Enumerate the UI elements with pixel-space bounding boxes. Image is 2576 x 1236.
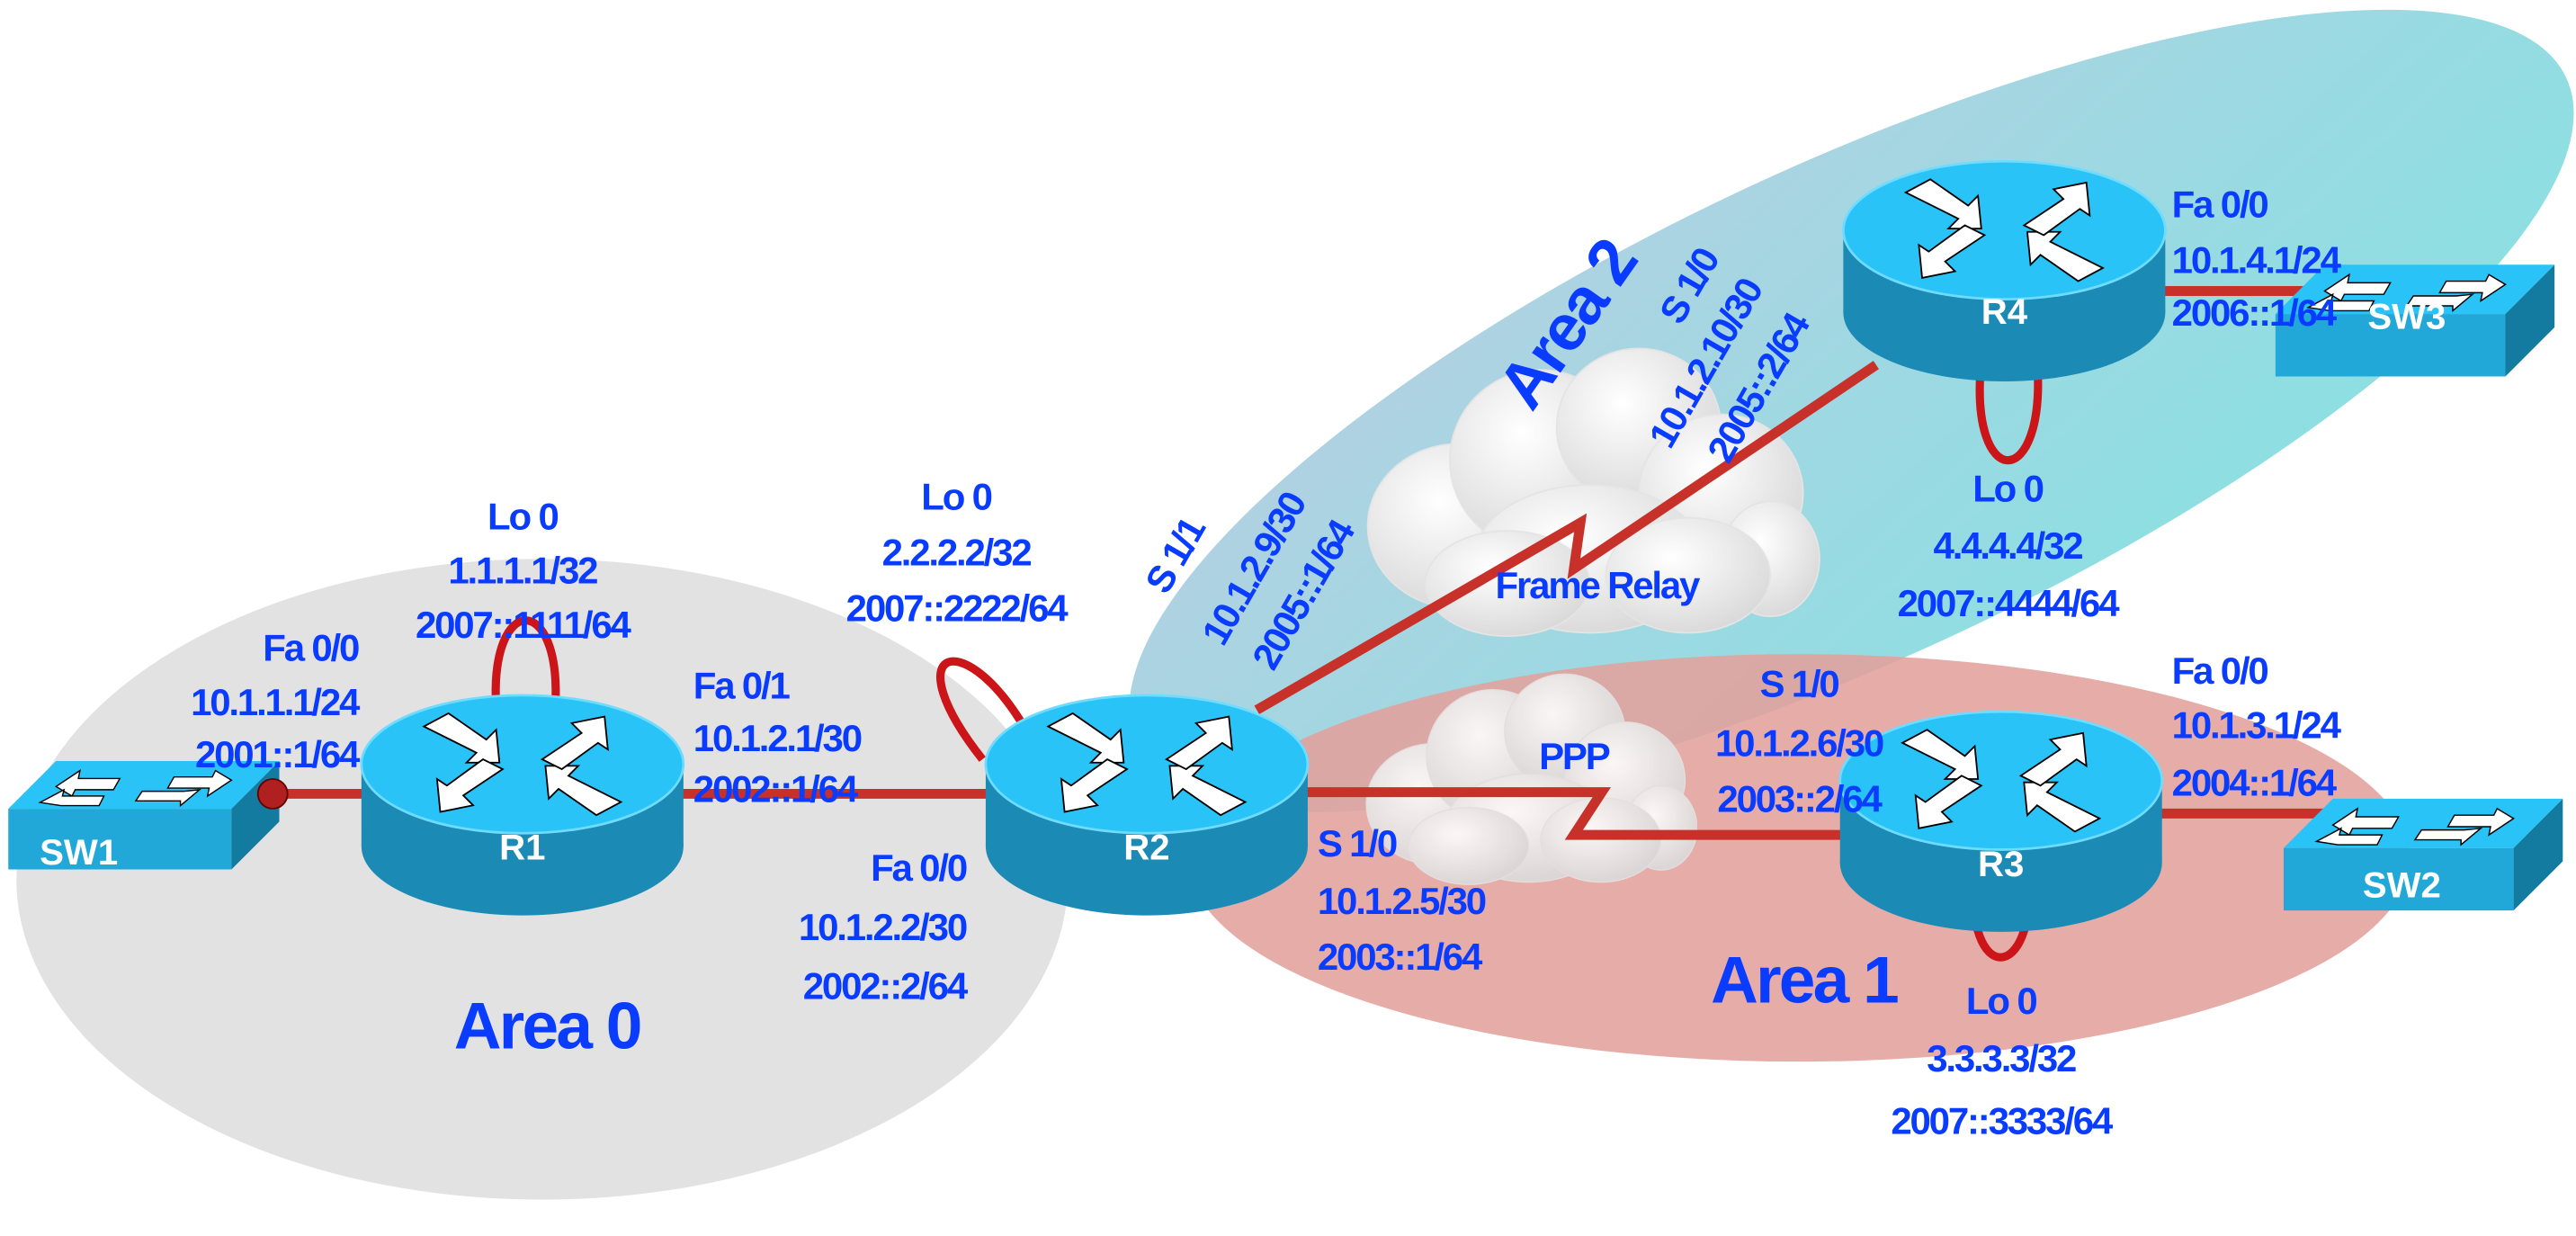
r1-fa00-ipv4: 10.1.1.1/24 bbox=[191, 681, 361, 723]
r1-fa01-ipv6: 2002::1/64 bbox=[693, 768, 859, 811]
r3-lo0-ipv4: 3.3.3.3/32 bbox=[1927, 1037, 2076, 1079]
r3-fa00-ipv4: 10.1.3.1/24 bbox=[2172, 703, 2342, 746]
r2-label: R2 bbox=[1123, 828, 1169, 868]
r2-router-icon[interactable] bbox=[984, 694, 1310, 917]
r1-loopback-icon bbox=[491, 616, 560, 707]
r4-lo0-ipv4: 4.4.4.4/32 bbox=[1934, 524, 2083, 567]
sw2-label: SW2 bbox=[2363, 865, 2441, 906]
r3-lo0-ipv6: 2007::3333/64 bbox=[1891, 1100, 2114, 1142]
r4-fa00-labels: Fa 0/0 10.1.4.1/24 2006::1/64 bbox=[2172, 183, 2344, 334]
r1-fa00-labels: Fa 0/0 10.1.1.1/24 2001::1/64 bbox=[191, 626, 362, 775]
r2-fa00-ipv4: 10.1.2.2/30 bbox=[799, 906, 967, 948]
area0-label: Area 0 bbox=[454, 990, 640, 1063]
r4-router-icon[interactable] bbox=[1841, 159, 2167, 383]
r3-router-icon[interactable] bbox=[1838, 710, 2164, 934]
r2-fa00-name: Fa 0/0 bbox=[871, 846, 967, 889]
r2-lo0-ipv4: 2.2.2.2/32 bbox=[882, 532, 1032, 574]
r3-lo0-labels: Lo 0 3.3.3.3/32 2007::3333/64 bbox=[1891, 980, 2115, 1142]
r3-s10-name: S 1/0 bbox=[1759, 663, 1838, 705]
r4-fa00-ipv4: 10.1.4.1/24 bbox=[2172, 238, 2342, 281]
r1-lo0-labels: Lo 0 1.1.1.1/32 2007::1111/64 bbox=[416, 495, 634, 646]
r2-s10-ipv6: 2003::1/64 bbox=[1318, 936, 1483, 978]
r3-fa00-labels: Fa 0/0 10.1.3.1/24 2004::1/64 bbox=[2172, 649, 2344, 803]
r3-label: R3 bbox=[1978, 844, 2024, 884]
link-r2-r3-serial bbox=[1297, 787, 1848, 840]
link-r2-r4-serial bbox=[1254, 361, 1879, 715]
r1-fa01-labels: Fa 0/1 10.1.2.1/30 2002::1/64 bbox=[693, 665, 863, 811]
r4-fa00-ipv6: 2006::1/64 bbox=[2172, 291, 2338, 334]
r3-s10-labels: S 1/0 10.1.2.6/30 2003::2/64 bbox=[1715, 663, 1885, 820]
r2-s10-labels: S 1/0 10.1.2.5/30 2003::1/64 bbox=[1318, 822, 1488, 978]
r3-lo0-name: Lo 0 bbox=[1966, 980, 2036, 1022]
r1-fa01-ipv4: 10.1.2.1/30 bbox=[693, 717, 862, 759]
r2-s10-ipv4: 10.1.2.5/30 bbox=[1318, 880, 1486, 922]
r2-lo0-labels: Lo 0 2.2.2.2/32 2007::2222/64 bbox=[846, 475, 1071, 630]
area1-label: Area 1 bbox=[1711, 944, 1898, 1017]
r4-lo0-name: Lo 0 bbox=[1972, 467, 2043, 509]
r4-fa00-name: Fa 0/0 bbox=[2172, 183, 2268, 225]
r1-router-icon[interactable] bbox=[360, 694, 685, 917]
r4-lo0-labels: Lo 0 4.4.4.4/32 2007::4444/64 bbox=[1898, 467, 2123, 624]
r4-label: R4 bbox=[1981, 291, 2028, 332]
port-indicator-icon bbox=[256, 778, 289, 810]
r3-fa00-ipv6: 2004::1/64 bbox=[2172, 761, 2338, 803]
r1-lo0-ipv4: 1.1.1.1/32 bbox=[448, 550, 597, 592]
r1-lo0-ipv6: 2007::1111/64 bbox=[416, 604, 632, 646]
r3-fa00-name: Fa 0/0 bbox=[2172, 649, 2268, 692]
ppp-label: PPP bbox=[1539, 735, 1610, 777]
r2-fa00-ipv6: 2002::2/64 bbox=[803, 965, 969, 1008]
r2-fa00-labels: Fa 0/0 10.1.2.2/30 2002::2/64 bbox=[799, 846, 970, 1008]
r3-s10-ipv4: 10.1.2.6/30 bbox=[1715, 721, 1883, 764]
sw1-label: SW1 bbox=[40, 832, 118, 873]
r1-fa00-name: Fa 0/0 bbox=[263, 626, 359, 668]
r1-fa00-ipv6: 2001::1/64 bbox=[195, 733, 361, 775]
r1-label: R1 bbox=[499, 828, 545, 868]
r2-lo0-ipv6: 2007::2222/64 bbox=[846, 587, 1069, 630]
r1-lo0-name: Lo 0 bbox=[487, 495, 558, 537]
r2-lo0-name: Lo 0 bbox=[921, 475, 991, 517]
frame-relay-label: Frame Relay bbox=[1496, 564, 1702, 606]
r2-s10-name: S 1/0 bbox=[1318, 822, 1397, 864]
r2-loopback-icon bbox=[935, 657, 1025, 762]
r1-fa01-name: Fa 0/1 bbox=[693, 665, 791, 707]
sw3-label: SW3 bbox=[2367, 297, 2446, 337]
r4-lo0-ipv6: 2007::4444/64 bbox=[1898, 582, 2121, 624]
r3-s10-ipv6: 2003::2/64 bbox=[1717, 778, 1883, 820]
r4-loopback-icon bbox=[1975, 361, 2043, 465]
